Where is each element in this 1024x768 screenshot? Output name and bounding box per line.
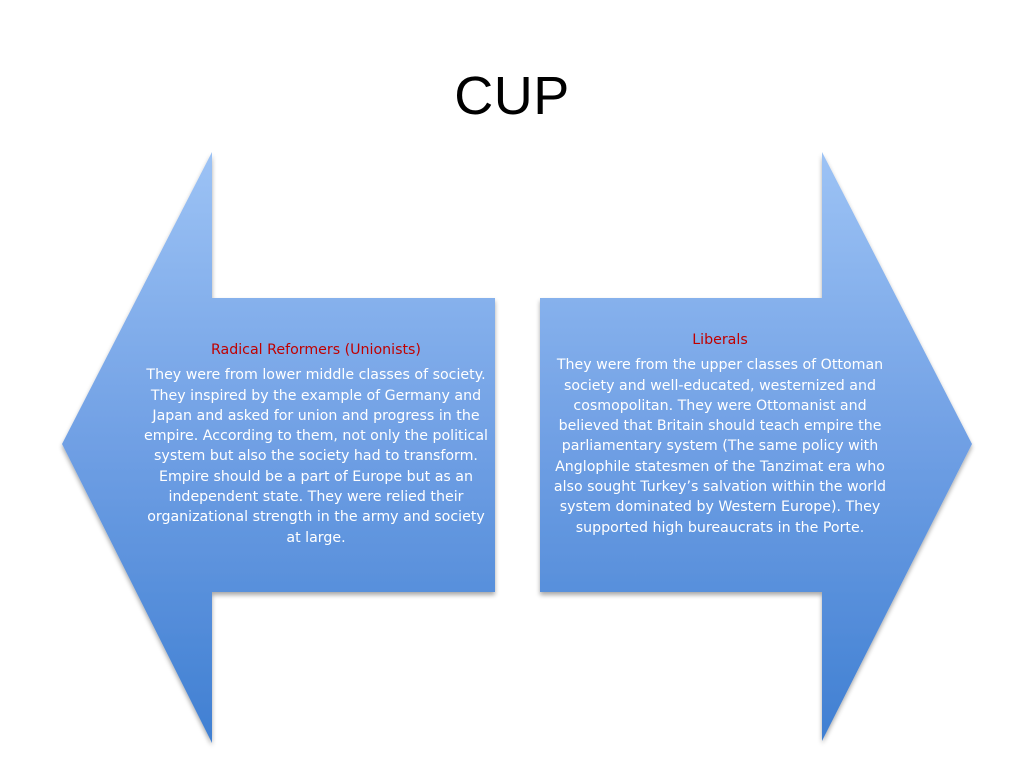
left-arrow-text: Radical Reformers (Unionists) They were … (142, 340, 490, 548)
left-arrow-heading: Radical Reformers (Unionists) (211, 342, 421, 358)
right-arrow-text: Liberals They were from the upper classe… (548, 330, 892, 538)
right-arrow-body: They were from the upper classes of Otto… (553, 357, 887, 536)
right-arrow-shape (540, 152, 972, 741)
right-arrow-heading: Liberals (692, 332, 748, 348)
left-arrow-shape (62, 152, 495, 743)
left-arrow-body: They were from lower middle classes of s… (144, 367, 488, 546)
slide-title: CUP (454, 66, 570, 126)
